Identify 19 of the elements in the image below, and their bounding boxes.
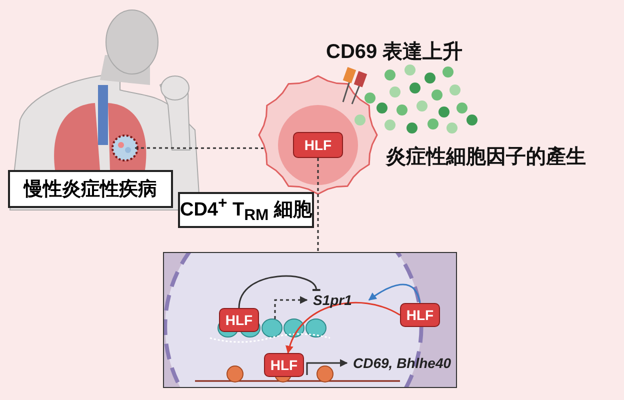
protein-box: HLF (219, 308, 259, 332)
protein-box: HLF (264, 353, 304, 377)
caption-text: CD69 表達上升 (326, 40, 463, 65)
connector-line (135, 147, 264, 149)
connector-line (317, 158, 319, 252)
transcription-arrow (306, 359, 348, 375)
transcription-arrow (274, 296, 308, 319)
label-box: CD4$^{+}$ T$_{RM}$ 細胞 (178, 192, 314, 228)
nucleus-panel (163, 252, 457, 388)
protein-box: HLF (400, 303, 440, 327)
caption-text: 炎症性細胞因子的產生 (386, 144, 586, 170)
t-cell (258, 75, 378, 195)
arrow (368, 284, 421, 304)
gene-name: CD69, Bhlhe40 (347, 353, 453, 373)
label-box: 慢性炎症性疾病 (8, 170, 173, 208)
inflamed-lung-spot (111, 134, 139, 162)
protein-box: HLF (293, 132, 343, 158)
gene-name: S1pr1 (307, 290, 369, 310)
arrow (286, 302, 400, 354)
